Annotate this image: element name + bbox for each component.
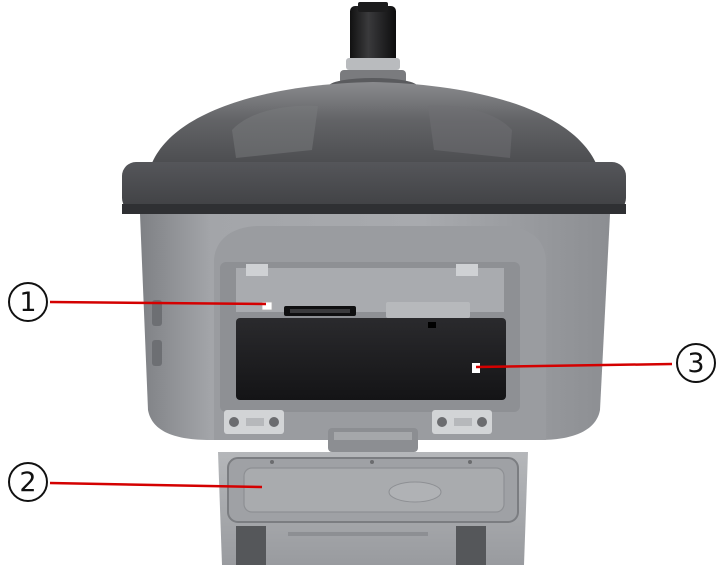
leader-line-3 [475, 362, 673, 369]
door-latch-left [224, 410, 284, 434]
leader-line-1 [49, 300, 267, 306]
door-hinge [328, 428, 418, 452]
antenna-connector [329, 2, 417, 94]
leader-line-2 [49, 481, 263, 489]
battery-door [218, 452, 528, 565]
door-latch-right [432, 410, 492, 434]
leader-lines [49, 300, 673, 489]
sd-card-slot [261, 301, 356, 316]
radome [122, 82, 626, 214]
callout-3: 3 [676, 343, 716, 383]
callout-2: 2 [8, 462, 48, 502]
battery-compartment [220, 262, 520, 412]
callout-1: 1 [8, 282, 48, 322]
